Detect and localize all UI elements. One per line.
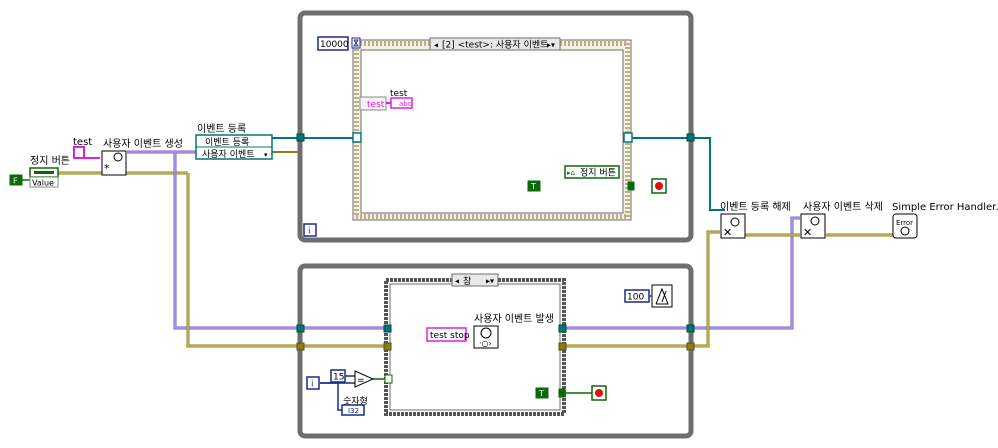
ue-tunnel-left xyxy=(296,324,305,333)
err-tunnel-case-right xyxy=(558,342,567,351)
metronome-needle xyxy=(661,290,667,303)
value-property-text: Value xyxy=(32,179,54,188)
loop-tunnel-right xyxy=(686,133,695,142)
register-events-row1: 이벤트 등록 xyxy=(205,137,249,148)
register-events-label: 이벤트 등록 xyxy=(197,123,246,135)
event-case-left-arrow[interactable]: ◂ xyxy=(434,41,438,50)
refnum-wire-2 xyxy=(630,137,725,211)
stop-button-ref-left-fill xyxy=(34,171,54,174)
err-tunnel-right xyxy=(686,342,695,351)
timeout-constant-text: 10000 xyxy=(320,40,349,50)
top-while-loop[interactable] xyxy=(297,10,694,243)
ue-tunnel-case-left xyxy=(383,324,392,333)
event-case-right-arrow[interactable]: ▸▾ xyxy=(547,41,555,50)
unregister-satellite-icon xyxy=(730,217,740,227)
destroy-label: 사용자 이벤트 삭제 xyxy=(803,201,883,213)
unregister-label: 이벤트 등록 해제 xyxy=(720,200,791,213)
generate-event-icon xyxy=(480,327,492,339)
true-const-top-text: T xyxy=(530,182,536,191)
register-dropdown-icon[interactable]: ▾ xyxy=(264,151,268,159)
numeric-wire-i xyxy=(320,382,342,411)
create-event-icon xyxy=(113,152,123,162)
loop-tunnel-left xyxy=(296,133,305,142)
case-selector-text: 참 xyxy=(463,276,471,287)
true-const-bottom-text: T xyxy=(538,389,544,398)
iteration-terminal-bottom xyxy=(306,376,320,390)
event-case-selector[interactable] xyxy=(429,37,561,51)
equal-node-text: = xyxy=(357,376,365,386)
event-structure-inner xyxy=(360,49,624,214)
stop-button-ref-arrow: ▸⌂ xyxy=(567,169,575,177)
bool-tunnel-bottom xyxy=(558,388,566,398)
true-const-bottom[interactable] xyxy=(535,387,549,399)
stop-button-ref-text: 정지 버튼 xyxy=(580,168,616,179)
error-handler-circle-icon xyxy=(900,226,910,236)
ue-tunnel-right xyxy=(686,324,695,333)
i32-indicator-text: I32 xyxy=(348,407,359,415)
abc-indicator-text: abc xyxy=(399,100,412,108)
i15-const[interactable] xyxy=(330,369,346,383)
stop-icon-bottom xyxy=(595,389,603,397)
test-stop-const[interactable] xyxy=(426,327,467,342)
iteration-terminal-top xyxy=(303,223,317,237)
case-selector-left[interactable]: ◂ xyxy=(455,277,459,286)
test-stop-const-text: test stop xyxy=(430,331,470,341)
refnum-tunnel-left xyxy=(352,132,362,143)
ue-tunnel-case-right xyxy=(558,324,567,333)
iteration-terminal-top-text: i xyxy=(308,227,311,237)
case-selector[interactable] xyxy=(451,273,499,287)
case-selector-right[interactable]: ▸▾ xyxy=(486,277,494,286)
stop-button-ref[interactable] xyxy=(564,165,620,179)
create-event-star-icon: * xyxy=(104,162,110,175)
equal-node[interactable] xyxy=(354,370,375,388)
event-case-selector-text: [2] <test>: 사용자 이벤트 xyxy=(442,40,548,51)
i32-indicator[interactable] xyxy=(341,404,365,416)
timeout-constant[interactable] xyxy=(317,36,349,51)
numeric-indicator-label: 숫자형 xyxy=(343,396,368,407)
error-handler-icon: Error xyxy=(896,219,913,227)
wait-const-text: 100 xyxy=(627,293,644,303)
iteration-terminal-bottom-text: i xyxy=(311,380,314,390)
destroy-x-icon: ✕ xyxy=(803,226,812,239)
unregister-x-icon: ✕ xyxy=(723,226,732,239)
stop-button-label: 정지 버튼 xyxy=(30,155,70,167)
generate-event-label: 사용자 이벤트 발생 xyxy=(474,313,554,325)
false-const-text: F xyxy=(13,177,18,186)
metronome-icon xyxy=(655,287,669,305)
stop-icon-top xyxy=(655,182,663,190)
err-tunnel-case-left xyxy=(383,342,392,351)
value-property-node[interactable] xyxy=(29,176,59,188)
test-string-label: test xyxy=(73,137,92,148)
false-const[interactable] xyxy=(9,174,23,186)
refnum-tunnel-right xyxy=(623,132,633,143)
error-handler-node[interactable] xyxy=(892,213,918,239)
bool-tunnel-top xyxy=(627,181,635,191)
error-handler-label: Simple Error Handler.vi xyxy=(892,202,998,213)
true-const-top[interactable] xyxy=(527,180,541,192)
hourglass-icon xyxy=(353,39,359,47)
bool-tunnel-eq xyxy=(384,374,393,384)
generate-event-icon-arrow: ·○› xyxy=(479,339,492,348)
register-events-row2: 사용자 이벤트 xyxy=(202,149,255,160)
test-indicator-label: test xyxy=(390,89,408,99)
create-event-label: 사용자 이벤트 생성 xyxy=(103,138,183,150)
i15-const-text: 15 xyxy=(333,373,344,383)
bottom-while-loop[interactable] xyxy=(297,263,694,439)
destroy-event-icon xyxy=(810,216,820,226)
event-data-test-text: test xyxy=(367,100,385,110)
err-tunnel-left xyxy=(296,342,305,351)
test-string-const[interactable] xyxy=(73,146,85,159)
